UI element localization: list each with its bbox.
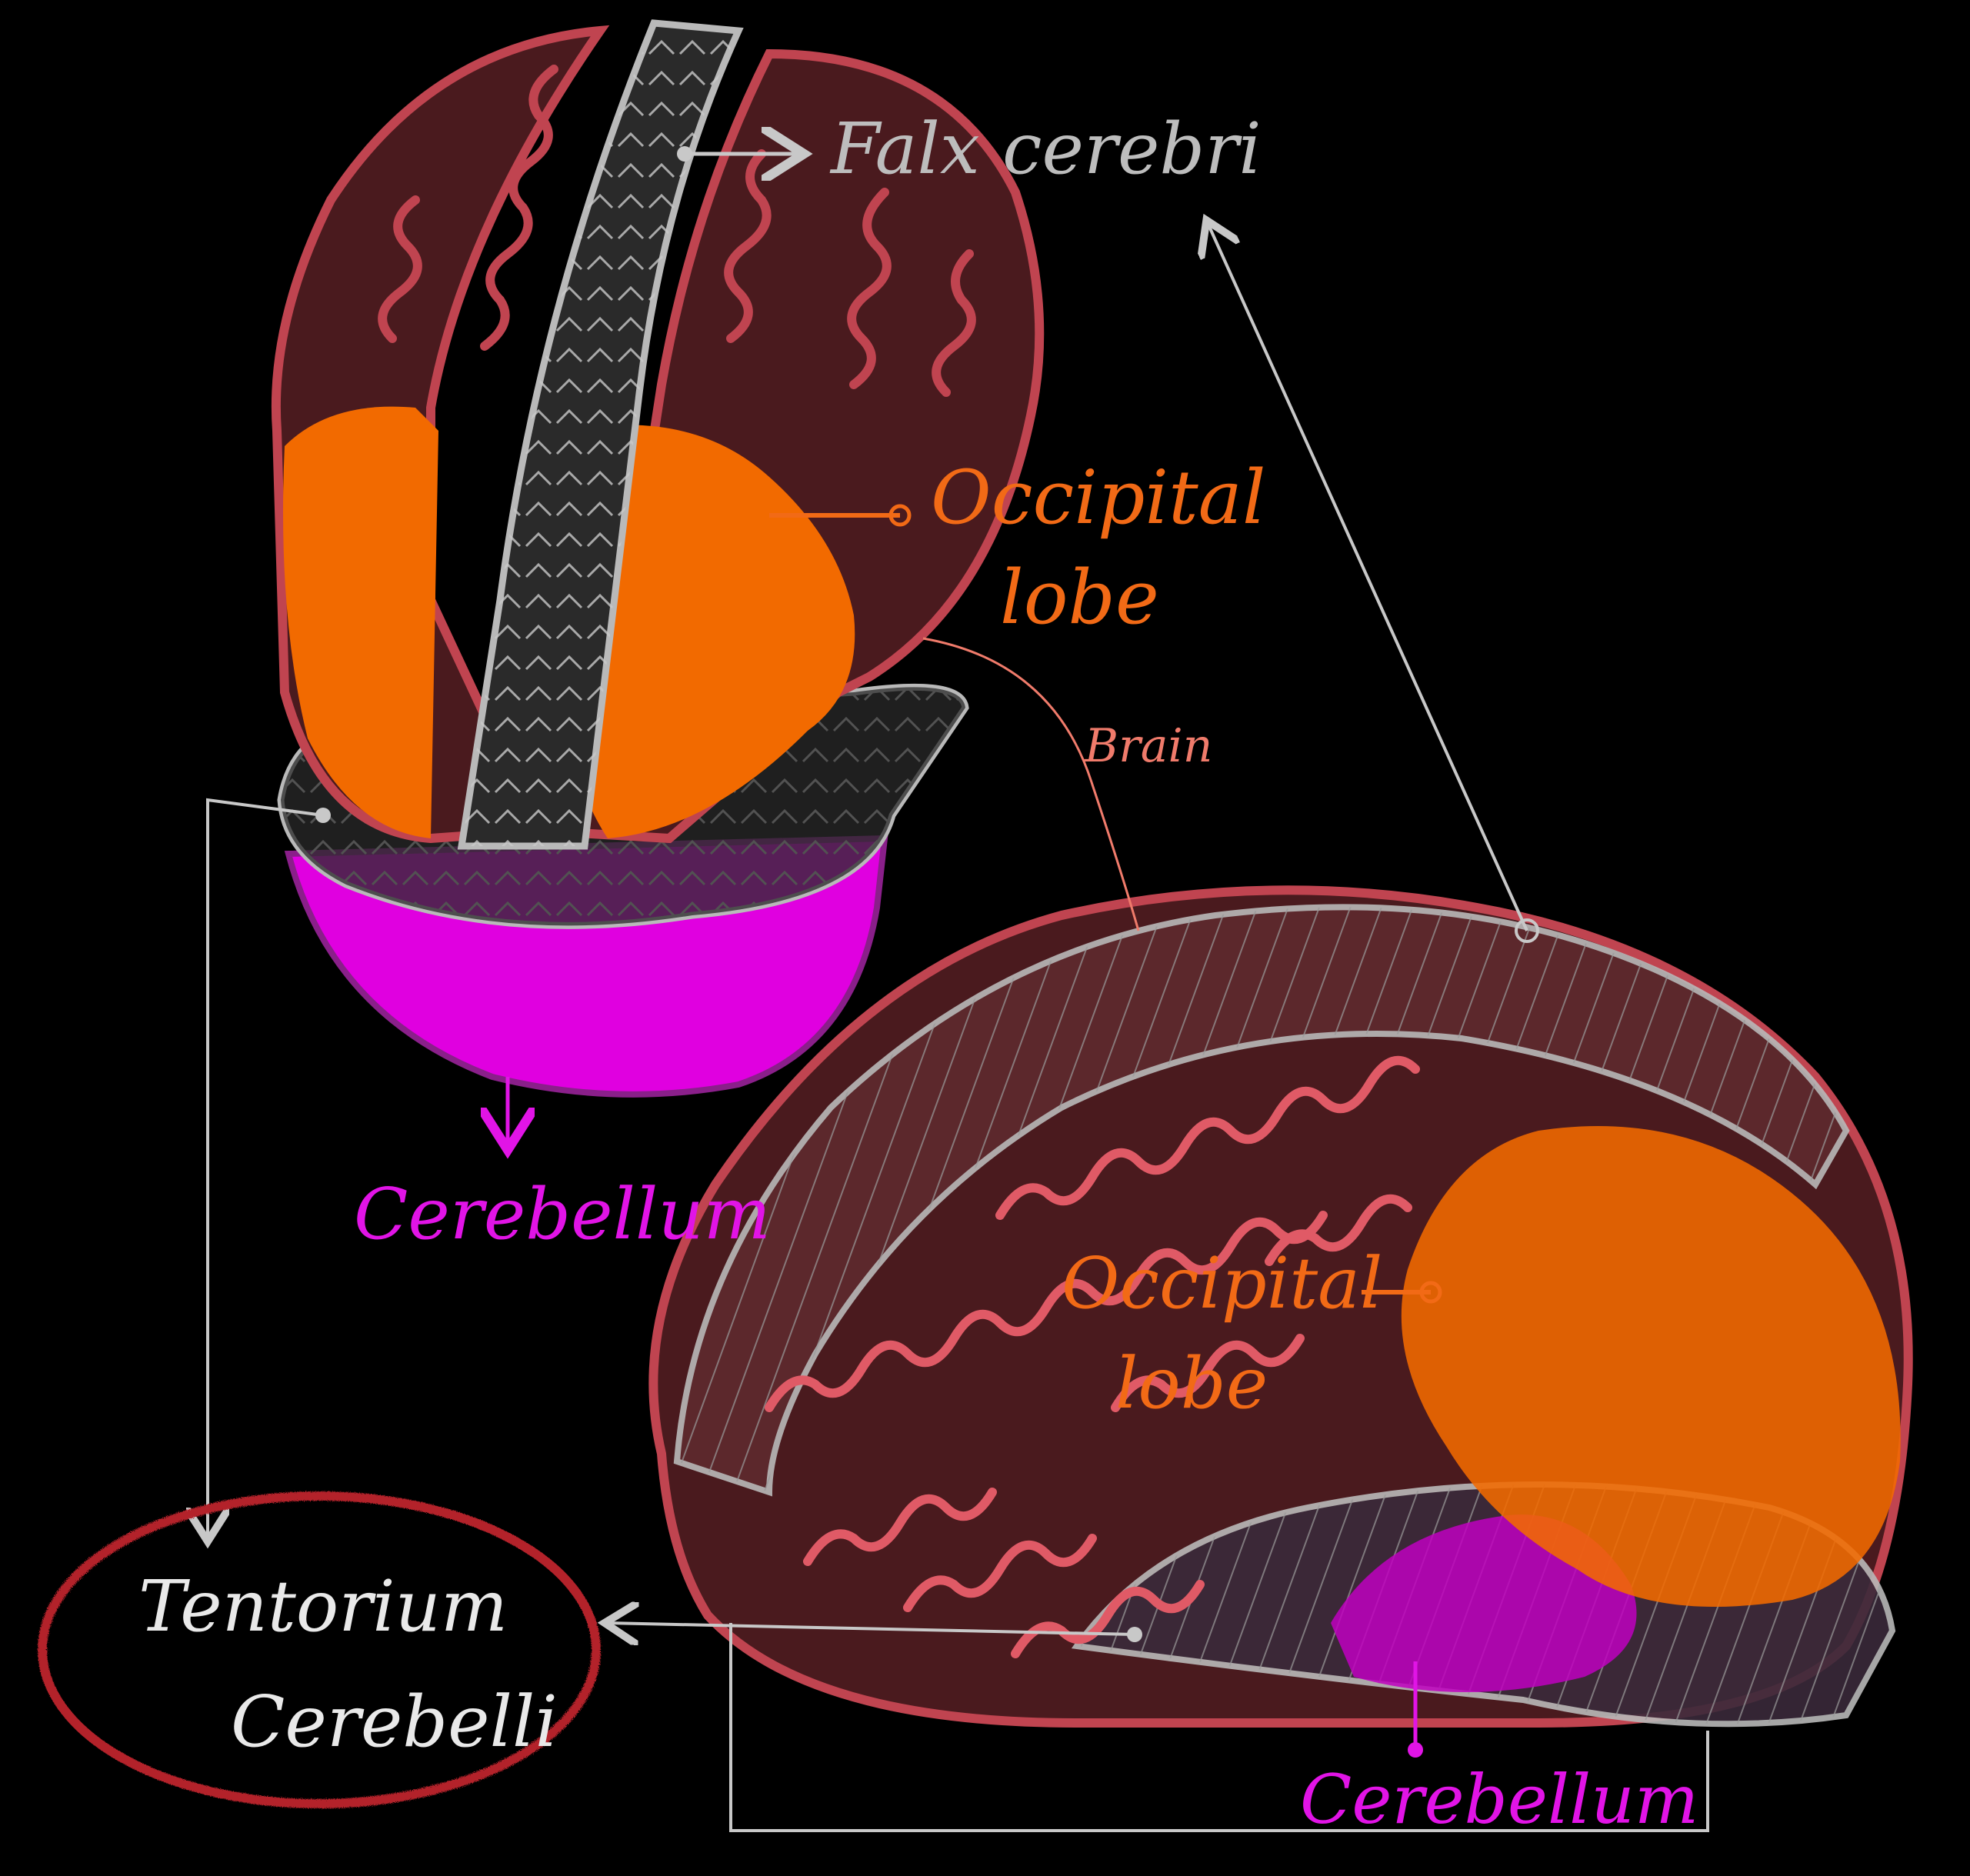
brain-label: Brain — [1084, 719, 1212, 773]
cerebellum-label-top: Cerebellum — [354, 1173, 771, 1255]
tentorium-label-2: Cerebelli — [231, 1681, 558, 1763]
occipital-lobe-label-side-1: Occipital — [1062, 1242, 1382, 1325]
occipital-lobe-label-side-2: lobe — [1115, 1342, 1268, 1424]
falx-cerebri-label: Falx cerebri — [829, 108, 1262, 190]
cerebellum-label-side: Cerebellum — [1300, 1760, 1698, 1839]
occipital-lobe-label-top-2: lobe — [1000, 555, 1159, 641]
tentorium-label-1: Tentorium — [138, 1565, 508, 1648]
occipital-lobe-label-top-1: Occipital — [931, 455, 1266, 541]
